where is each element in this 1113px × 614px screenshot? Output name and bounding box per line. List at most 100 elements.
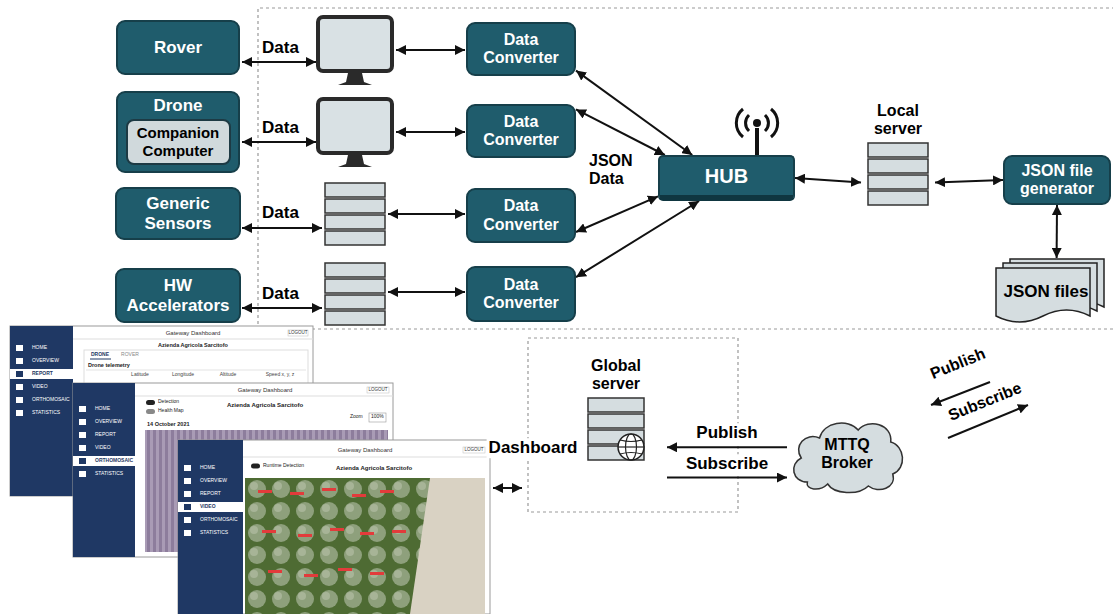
screen-text: REPORT [32,371,53,377]
server-symbol [588,398,644,460]
detection-box [258,488,406,577]
node-text: Generic Sensors [121,194,235,233]
dashboard-window [10,369,73,379]
screen-text: STATISTICS [32,410,60,416]
screen-text: VIDEO [95,445,111,451]
node-text: Data Converter [472,113,570,150]
server-symbol [868,143,928,205]
dashboard-window [184,530,191,536]
node-text: HW Accelerators [121,276,235,315]
screen-text: 100% [371,414,384,420]
dashboard-window [73,339,313,340]
screen-text: Zoom [350,414,363,420]
detection-box [392,530,406,533]
dashed-region [258,8,1113,330]
node-text: Rover [154,38,202,58]
dashboard-window [243,457,490,458]
server-icon [325,263,385,325]
screen-text: LOGOUT [464,447,483,452]
dashboard-window [251,464,260,469]
screen-text: STATISTICS [95,471,123,477]
screen-text: Drone telemetry [88,362,130,368]
server-symbol [867,142,929,208]
data-link [242,227,322,229]
data-label: Data [262,203,299,223]
file-stack: JSON files [995,258,1107,326]
dashboard-window [245,478,485,614]
dashboard-window [178,440,490,614]
edge-label: Publish [694,423,759,443]
device-box: DroneCompanion Computer [116,91,240,173]
detection-box [322,488,336,491]
screen-text: Speed x, y, z [266,372,295,378]
data-label: Data [262,118,299,138]
screen-text: HOME [32,345,47,351]
detection-box [304,574,318,577]
device-box: Generic Sensors [115,187,241,240]
screen-text: Gateway Dashboard [166,330,221,337]
dashboard-window [184,465,191,536]
monitor-icon [318,17,392,167]
screen-text: LOGOUT [368,387,387,392]
connector-layer [576,71,1057,478]
dashboard-window [16,397,23,403]
dashboard-window [146,409,155,414]
screen-text: Azienda Agricola Sarcitofo [336,465,412,472]
screen-text: OVERVIEW [95,419,122,425]
node-text: HUB [705,165,748,188]
detection-box [360,532,374,535]
flow-label: JSON Data [589,152,639,189]
detection-box [370,572,384,575]
antenna-icon [771,109,778,137]
node-text: Data Converter [472,31,570,68]
screen-text: Altitude [220,372,237,378]
device-box: HW Accelerators [115,268,241,323]
screen-text: ROVER [121,352,139,358]
server-icon [325,183,385,245]
dashboard-label: Dashboard [487,438,580,458]
detection-box [338,568,352,571]
node-text: Data Converter [472,276,570,313]
dashboard-window [410,478,485,614]
dashboard-window [16,345,23,351]
monitor-icon [318,17,392,71]
data-link [388,213,465,215]
dashboard-window [16,410,23,416]
dashboard-window [16,371,23,377]
dashboard-window [79,471,86,477]
computer-box: Companion Computer [126,119,231,165]
antenna-icon [736,109,777,155]
screen-text: DRONE [91,352,109,358]
screen-text: Health Map [158,408,184,414]
monitor-icon [338,155,372,167]
dashboard-window [79,406,86,412]
server-symbol [587,397,645,463]
node-text: Global server [565,357,667,394]
data-link [242,50,465,308]
dashboard-window [146,400,155,405]
screen-text: Azienda Agricola Sarcitofo [158,342,228,348]
screen-text: VIDEO [32,384,48,390]
data-label: Data [262,284,299,304]
converter-box: Data Converter [466,22,576,76]
connector-arrow [576,201,699,277]
connector-arrow [935,180,1003,183]
screen-text: Azienda Agricola Sarcitofo [227,402,303,409]
converter-box: Data Converter [466,266,576,322]
antenna-icon [736,109,743,137]
monitor-icon [318,99,392,153]
screen-text: Longitude [172,372,194,378]
cloud-shape [794,423,903,493]
hub-box: HUB [658,155,795,201]
dashboard-window [79,419,86,425]
screen-text: HOME [95,406,110,412]
screen-text: Latitude [131,372,149,378]
data-label: Data [262,38,299,58]
screen-text: VIDEO [200,504,216,510]
dashboard-window [79,432,86,438]
screen-text: Detection [158,399,179,405]
dashboard-window [86,370,306,371]
connector-arrow [795,178,861,183]
dashboard-window [463,447,485,453]
